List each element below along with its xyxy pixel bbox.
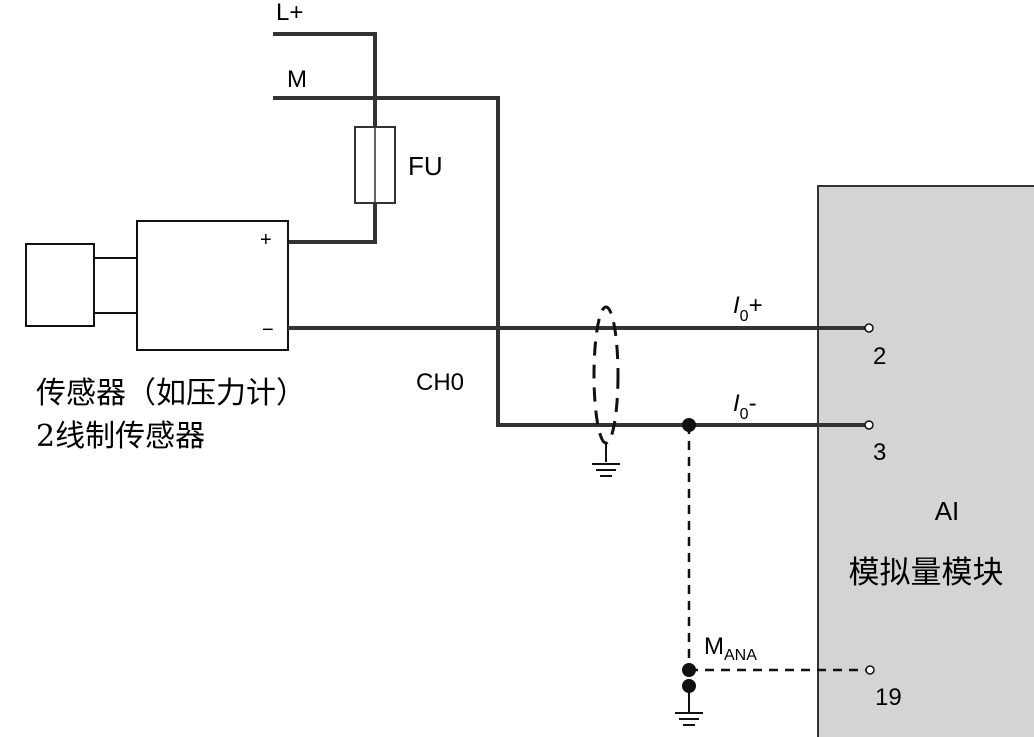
sensor-caption-line2: 2线制传感器 [36, 419, 205, 454]
sensor-minus-label: − [262, 319, 274, 341]
sensor-caption-line1: 传感器（如压力计） [36, 376, 306, 411]
i0-minus-label: I0- [733, 390, 757, 423]
mana-label: MANA [704, 633, 757, 664]
terminal-2-icon [864, 323, 874, 333]
sensor-body [136, 220, 289, 351]
module-title: AI [935, 496, 960, 526]
sensor-head [25, 243, 95, 327]
fuse-to-sensor-wire [288, 203, 377, 244]
l-plus-label: L+ [276, 0, 303, 26]
terminal-19-icon [865, 665, 875, 675]
terminal-3-icon [864, 420, 874, 430]
m-label: M [287, 66, 307, 93]
i0-plus-label: I0+ [733, 292, 763, 325]
ch0-label: CH0 [416, 369, 464, 396]
module-subtitle: 模拟量模块 [849, 555, 1004, 591]
ai-module-box [817, 185, 1034, 737]
terminal-2-label: 2 [873, 343, 886, 370]
terminal-19-label: 19 [875, 684, 902, 711]
sensor-neck [93, 257, 138, 314]
fuse-label: FU [408, 151, 443, 181]
terminal-3-label: 3 [873, 439, 886, 466]
sensor-plus-label: + [260, 229, 272, 251]
